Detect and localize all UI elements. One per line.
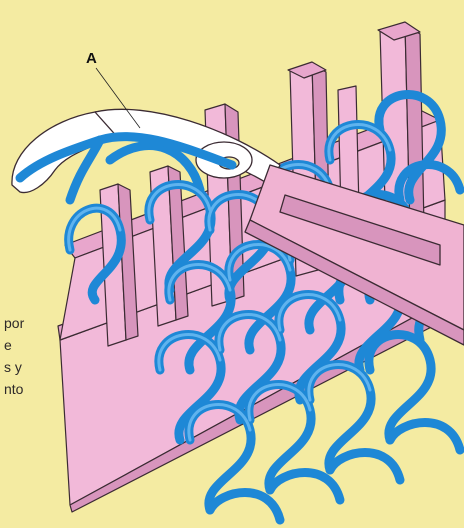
label-a: A: [86, 50, 97, 67]
caption-line: nto: [4, 378, 24, 400]
caption-line: s y: [4, 356, 24, 378]
caption-text: por e s y nto: [4, 312, 24, 400]
caption-line: por: [4, 312, 24, 334]
caption-line: e: [4, 334, 24, 356]
